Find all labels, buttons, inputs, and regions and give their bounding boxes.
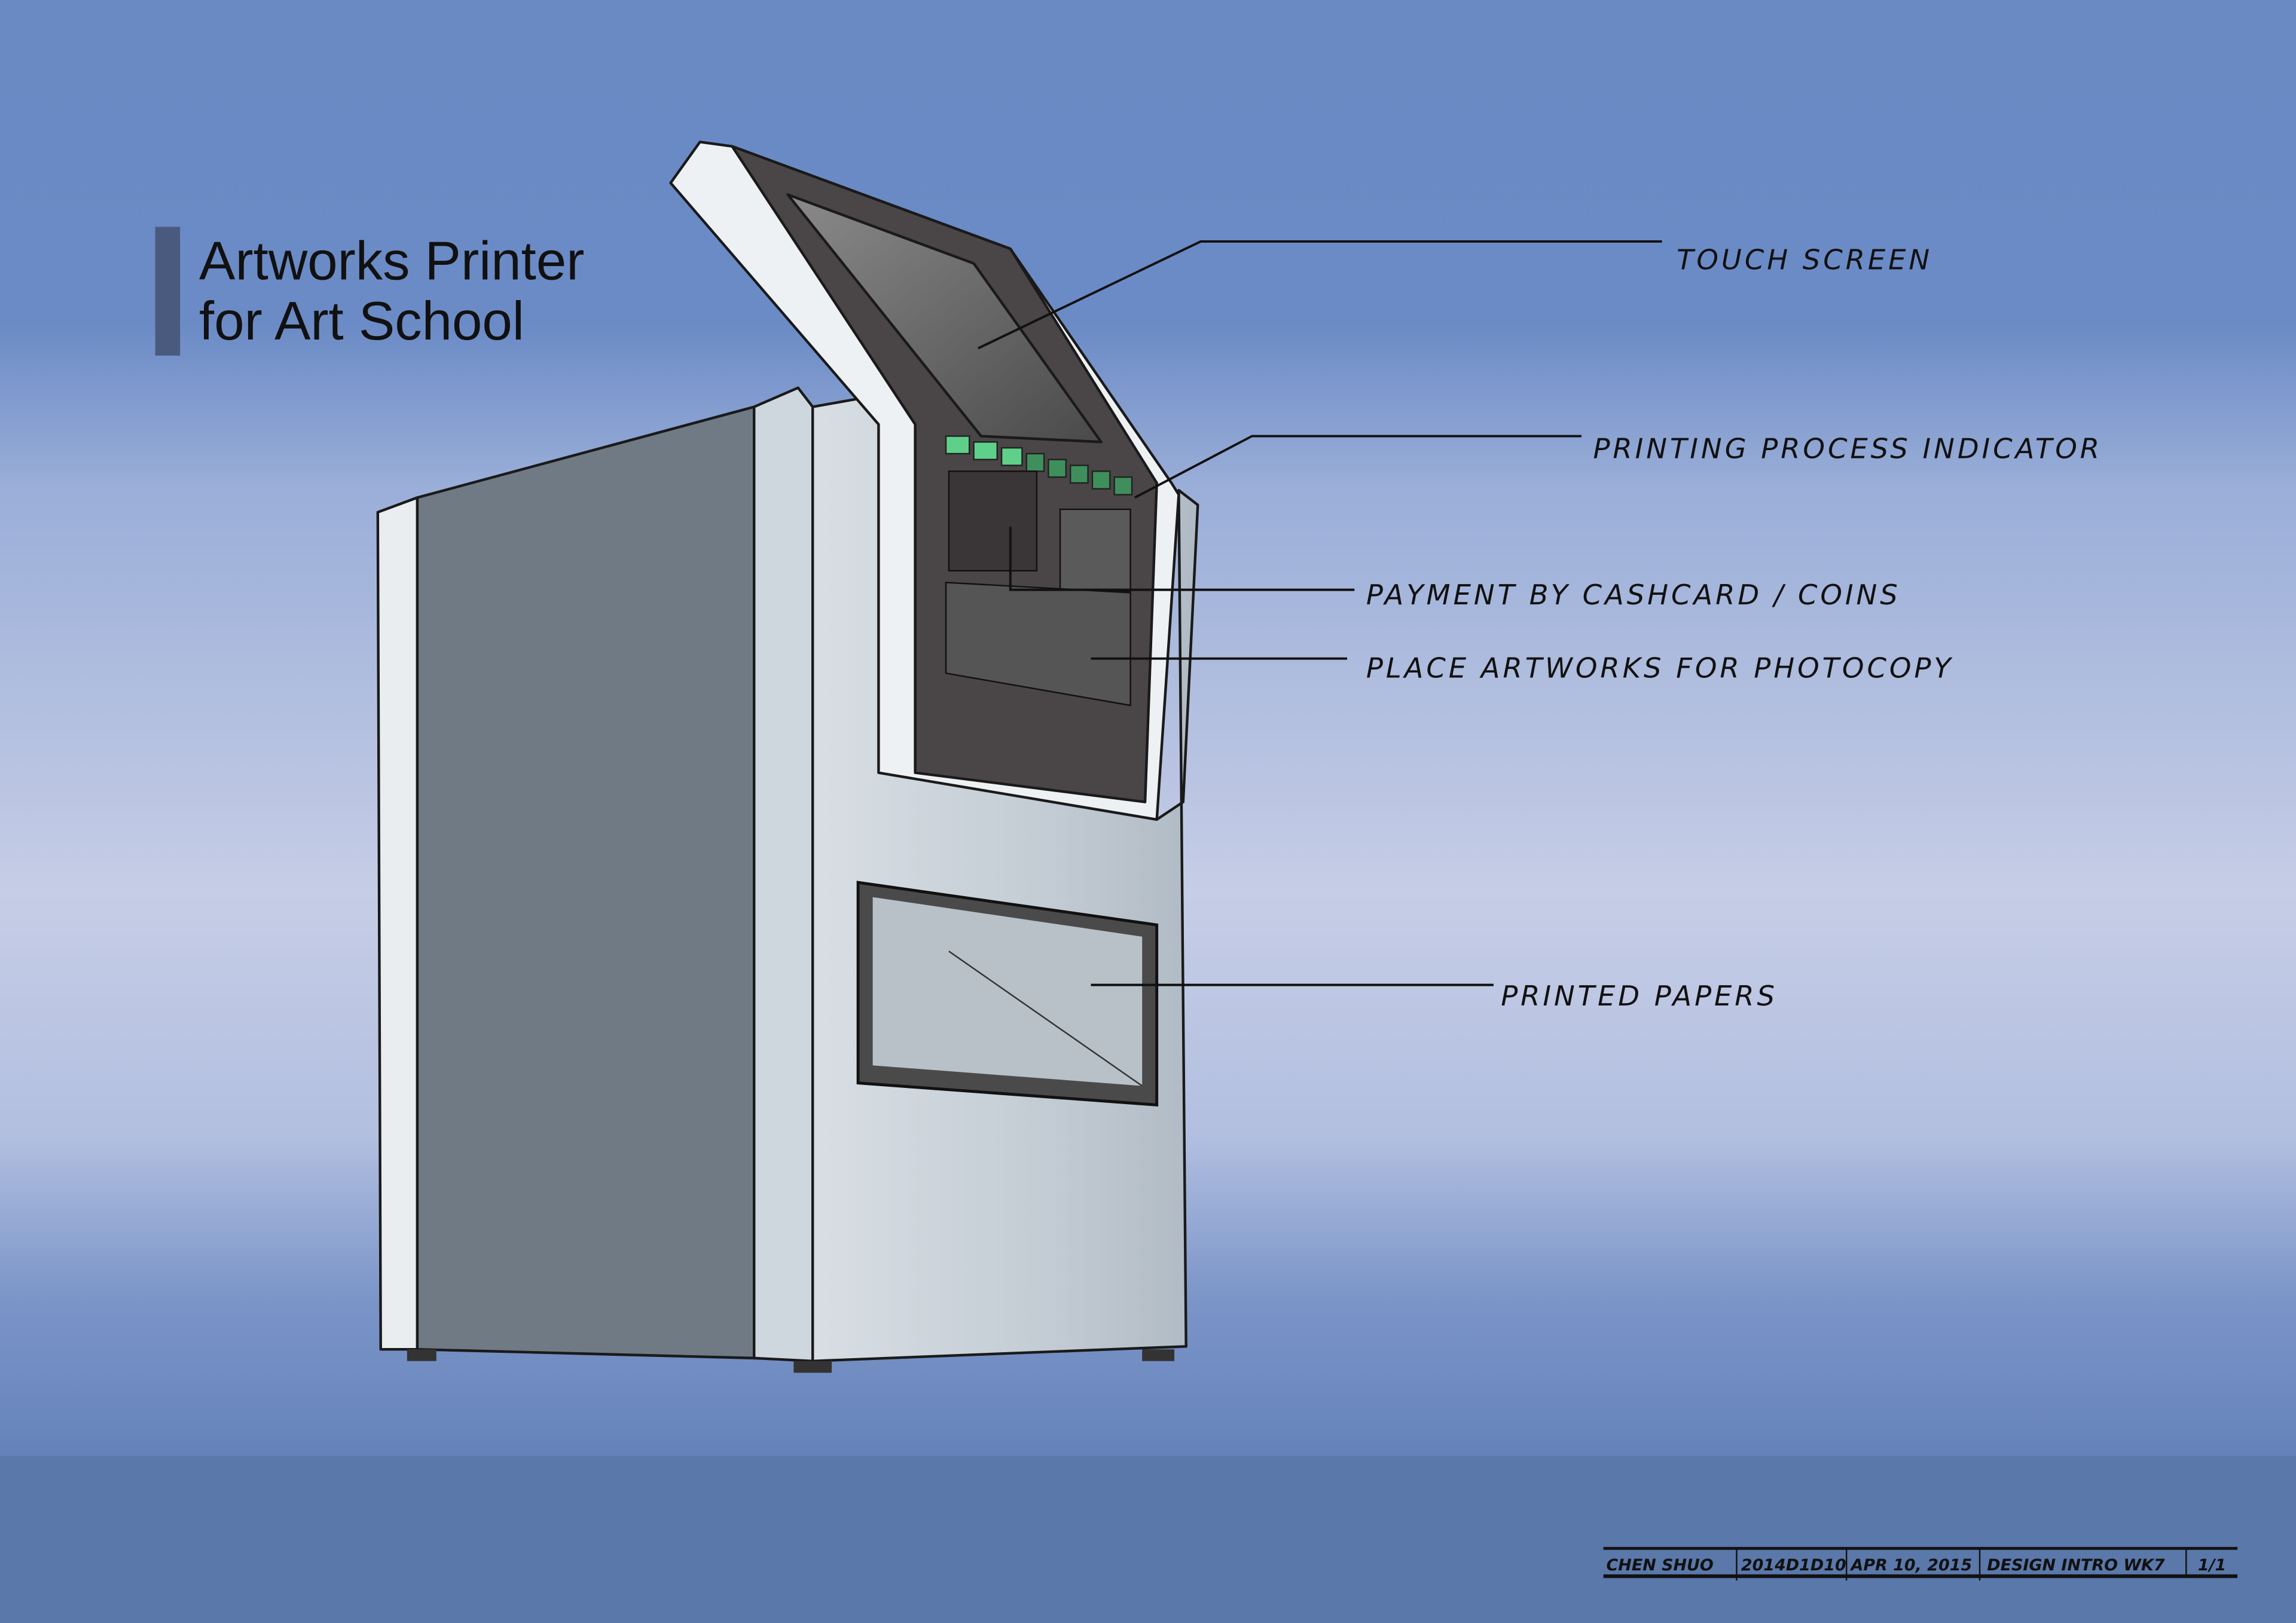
coin-slot — [1059, 508, 1131, 592]
kiosk-illustration — [376, 140, 1199, 1373]
process-indicator-leds — [945, 435, 1133, 496]
callout-printing-indicator: PRINTING PROCESS INDICATOR — [1134, 432, 2102, 499]
svg-text:PRINTING PROCESS INDICATOR: PRINTING PROCESS INDICATOR — [1593, 432, 2102, 464]
floor-band — [0, 1456, 2296, 1623]
title-accent-bar — [155, 227, 181, 356]
title-block-date: APR 10, 2015 — [1850, 1556, 1973, 1575]
callout-touch-screen: TOUCH SCREEN — [978, 240, 1932, 350]
title-block: CHEN SHUO 2014D1D10 APR 10, 2015 DESIGN … — [1603, 1546, 2238, 1581]
card-slot — [948, 470, 1038, 572]
svg-text:PRINTED PAPERS: PRINTED PAPERS — [1501, 980, 1778, 1012]
title-block-course: DESIGN INTRO WK7 — [1987, 1556, 2165, 1575]
svg-text:PAYMENT BY CASHCARD / COINS: PAYMENT BY CASHCARD / COINS — [1366, 579, 1901, 611]
callout-printed-papers: PRINTED PAPERS — [1091, 980, 1778, 1012]
callout-payment: PAYMENT BY CASHCARD / COINS — [1009, 527, 1901, 611]
callout-place-artworks: PLACE ARTWORKS FOR PHOTOCOPY — [1091, 652, 1954, 684]
title-block-author: CHEN SHUO — [1607, 1556, 1714, 1575]
title-line-2: for Art School — [199, 291, 524, 352]
svg-text:PLACE ARTWORKS FOR PHOTOCOPY: PLACE ARTWORKS FOR PHOTOCOPY — [1366, 652, 1954, 684]
title-block-sheet: 1/1 — [2198, 1556, 2226, 1575]
title-block-id: 2014D1D10 — [1741, 1556, 1846, 1575]
svg-text:TOUCH SCREEN: TOUCH SCREEN — [1677, 243, 1932, 276]
title-line-1: Artworks Printer — [199, 231, 584, 292]
